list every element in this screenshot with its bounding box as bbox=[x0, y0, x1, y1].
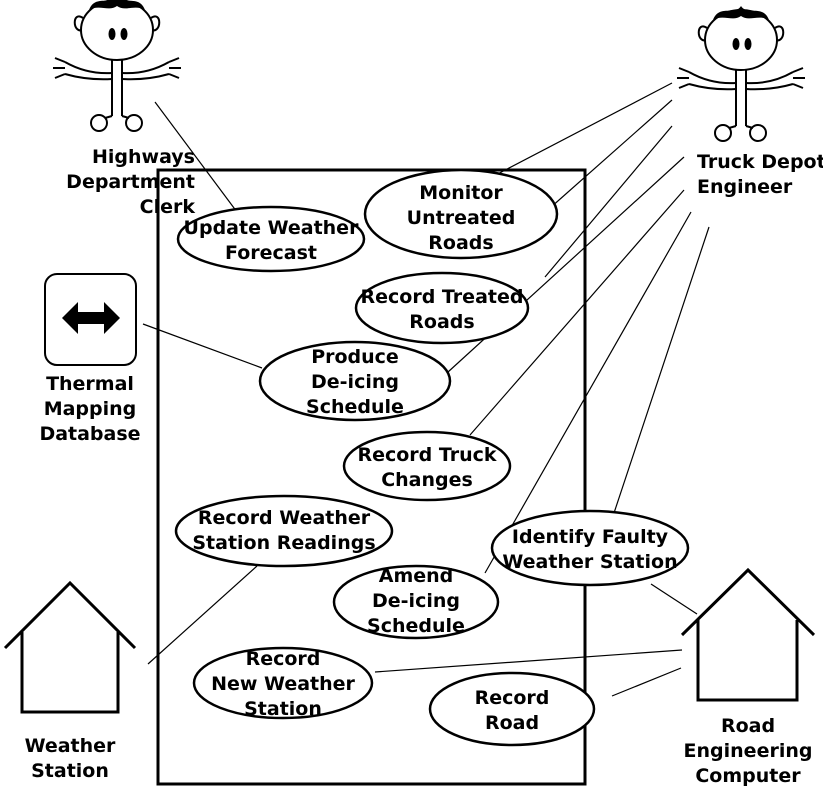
house-icon bbox=[680, 567, 816, 702]
assoc-clerk-update bbox=[154, 101, 238, 213]
assoc-thermal-produce bbox=[142, 323, 263, 369]
association-lines bbox=[142, 82, 710, 697]
double-arrow-icon bbox=[62, 302, 120, 334]
assoc-engineer-faulty bbox=[613, 226, 710, 514]
house-icon bbox=[3, 580, 137, 714]
assoc-engineer-treated bbox=[544, 125, 673, 278]
stick-figure-actor-icon bbox=[677, 6, 805, 142]
assoc-computer-road bbox=[611, 667, 682, 697]
assoc-engineer-monitor-2 bbox=[549, 99, 673, 209]
assoc-computer-newstation bbox=[374, 649, 683, 673]
system-boundary bbox=[156, 168, 587, 786]
assoc-weather-readings bbox=[147, 565, 258, 665]
stick-figure-actor-icon bbox=[53, 0, 181, 132]
assoc-engineer-amend bbox=[484, 211, 692, 574]
assoc-computer-faulty bbox=[650, 583, 698, 615]
assoc-engineer-monitor bbox=[489, 82, 673, 179]
assoc-engineer-truck bbox=[469, 189, 685, 436]
